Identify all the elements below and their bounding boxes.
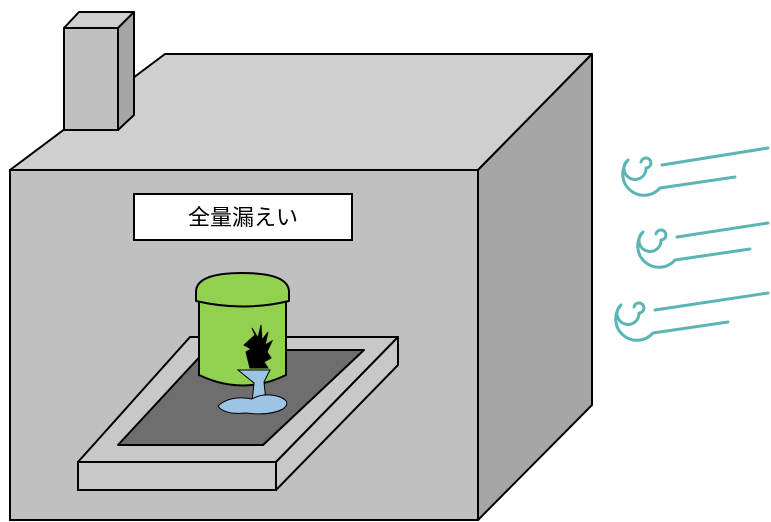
tank-lid [195,272,290,308]
chimney-front [63,27,119,131]
tank [195,272,290,387]
chimney-side [117,11,135,131]
wind-gust-icon [614,291,770,342]
wind-streak [660,146,770,167]
wind-gust-icon [621,146,770,197]
leak-label: 全量漏えい [188,206,298,231]
leak-puddle [217,394,288,415]
wind-streak [653,291,770,312]
wind-streak [675,221,770,239]
crack-icon [243,324,274,369]
leak-liquid [217,369,288,415]
label-box: 全量漏えい [133,193,353,241]
chimney [63,11,135,131]
wind-spiral [614,301,730,342]
tank-lid-rim [195,300,290,308]
wind-spiral [621,156,737,197]
wind-spiral [636,228,752,269]
tray-rim-front [77,461,277,491]
wind-gusts [614,146,770,342]
wind-gust-icon [636,221,770,269]
